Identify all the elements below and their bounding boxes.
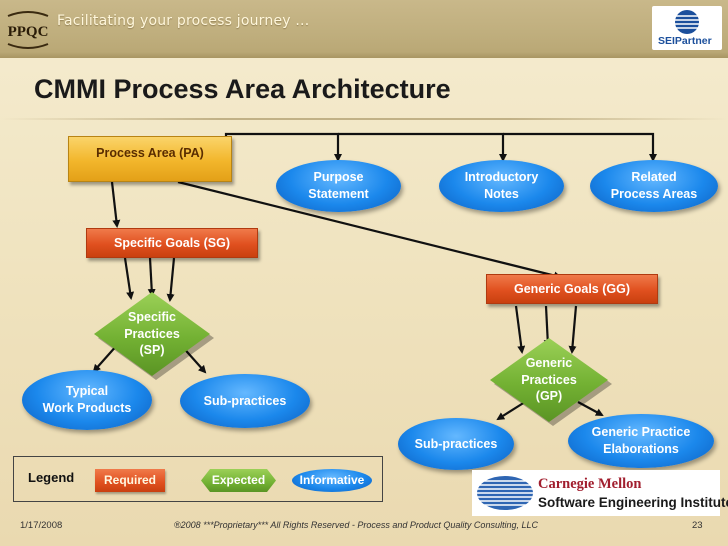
typical-work-products-line2: Work Products <box>42 401 132 415</box>
sub-practices-generic-label: Sub-practices <box>414 436 498 451</box>
legend-expected: Expected <box>201 469 276 492</box>
process-area-box: Process Area (PA) <box>68 136 232 182</box>
generic-practices-line2: Practices <box>521 372 577 387</box>
sei-partner-globe-icon <box>675 10 699 34</box>
legend-expected-label: Expected <box>211 473 266 488</box>
arrow-sp-to-work-products <box>92 343 119 373</box>
cmu-sei-name: Software Engineering Institute <box>538 495 728 510</box>
arrow-pa-to-related <box>503 132 657 162</box>
generic-practices-line1: Generic <box>525 355 573 370</box>
sei-partner-logo: SEIPartner <box>652 6 722 50</box>
purpose-statement-line1: Purpose <box>313 170 364 185</box>
sub-practices-generic-ellipse: Sub-practices <box>398 418 514 470</box>
generic-goals-label: Generic Goals (GG) <box>513 281 630 296</box>
arrow-gp-to-sub-practices <box>496 401 526 421</box>
legend-required-label: Required <box>103 473 156 488</box>
sei-partner-text: SEIPartner <box>658 35 712 47</box>
generic-practice-elaborations-line1: Generic Practice <box>591 425 691 440</box>
specific-practices-line2: Practices <box>124 326 180 341</box>
introductory-notes-line2: Notes <box>484 187 519 201</box>
arrow-gg-to-gp-3 <box>568 305 578 354</box>
specific-goals-label: Specific Goals (SG) <box>113 235 230 250</box>
footer-copyright: ®2008 ***Proprietary*** All Rights Reser… <box>174 520 538 530</box>
arrow-pa-to-notes <box>338 132 507 162</box>
arrow-pa-to-sg <box>110 181 121 228</box>
process-area-label: Process Area (PA) <box>96 146 204 160</box>
generic-practice-elaborations-line2: Elaborations <box>603 442 679 456</box>
cmu-sei-stripes-icon <box>476 476 534 510</box>
related-process-areas-line1: Related <box>631 170 677 185</box>
legend-informative-label: Informative <box>299 473 365 488</box>
ppqc-logo-icon: PPQC <box>8 11 49 49</box>
purpose-statement-line2: Statement <box>308 187 369 201</box>
arrow-pa-to-gg <box>177 180 562 280</box>
sub-practices-specific-label: Sub-practices <box>203 393 287 408</box>
legend-expected-shape <box>201 469 276 492</box>
generic-goals-box: Generic Goals (GG) <box>486 274 658 304</box>
specific-practices-line3: (SP) <box>139 343 165 358</box>
header-bar <box>0 0 728 58</box>
sub-practices-specific-ellipse: Sub-practices <box>180 374 310 428</box>
footer-date: 1/17/2008 <box>20 520 63 531</box>
arrow-sg-to-sp-1 <box>123 257 135 300</box>
legend-box: Legend Required Expected Informative <box>13 456 383 502</box>
slide-title: CMMI Process Area Architecture <box>34 74 451 104</box>
arrow-sg-to-sp-3 <box>166 257 176 302</box>
cmu-name: Carnegie Mellon <box>538 476 642 492</box>
cmu-sei-logo: Carnegie Mellon Software Engineering Ins… <box>472 470 728 516</box>
specific-goals-box: Specific Goals (SG) <box>86 228 258 258</box>
specific-practices-line1: Specific <box>128 309 176 324</box>
header-tagline: Facilitating your process journey ... <box>57 13 310 29</box>
legend-title: Legend <box>28 470 75 485</box>
footer-page-number: 23 <box>692 520 703 531</box>
legend-required: Required <box>95 469 165 492</box>
introductory-notes-line1: Introductory <box>464 170 539 185</box>
generic-practices-line3: (GP) <box>535 389 563 404</box>
typical-work-products-line1: Typical <box>65 384 109 399</box>
related-process-areas-line2: Process Areas <box>610 187 698 201</box>
legend-informative: Informative <box>292 469 372 492</box>
arrow-gg-to-gp-1 <box>514 305 526 354</box>
title-divider <box>0 118 728 120</box>
arrow-sg-to-sp-2 <box>147 257 156 297</box>
arrow-pa-to-purpose <box>224 132 342 162</box>
arrow-gp-to-elaborations <box>577 401 604 416</box>
ppqc-logo-text: PPQC <box>8 24 49 40</box>
